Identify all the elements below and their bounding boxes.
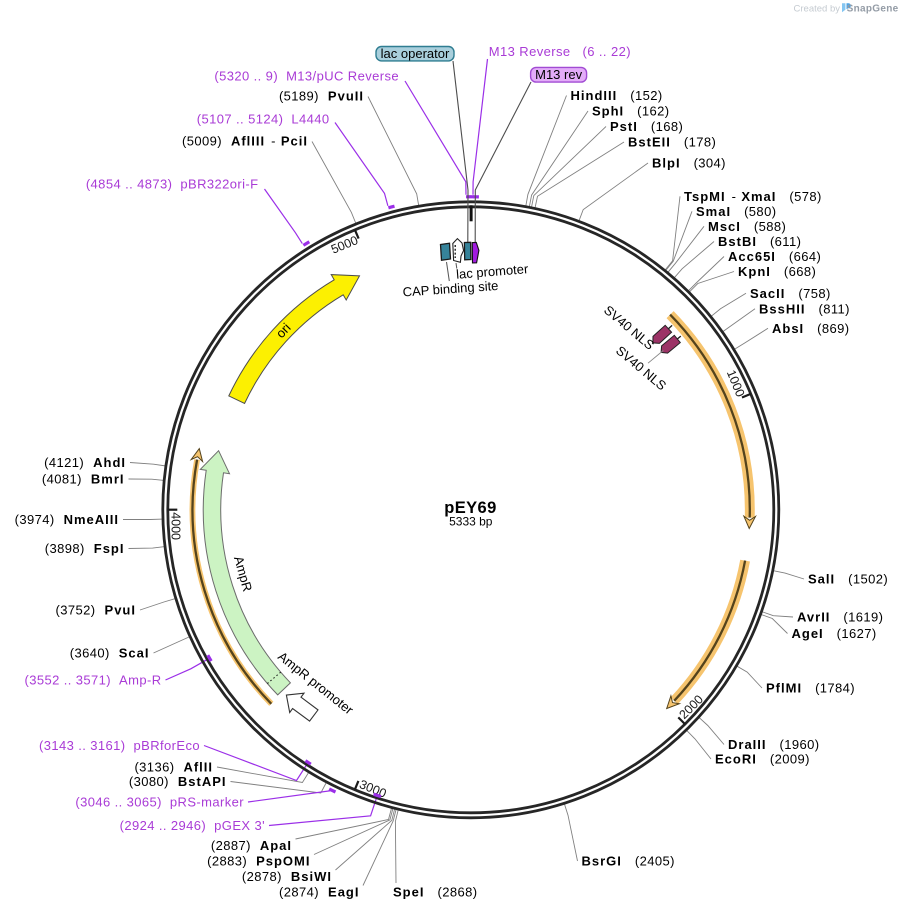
svg-text:lac promoter: lac promoter: [456, 261, 530, 282]
svg-text:pEY69: pEY69: [444, 499, 496, 517]
svg-text:(2883)PspOMI: (2883)PspOMI: [207, 854, 310, 869]
svg-text:(2878)BsiWI: (2878)BsiWI: [242, 869, 332, 884]
svg-text:EcoRI(2009): EcoRI(2009): [715, 752, 810, 767]
svg-text:BstEII(178): BstEII(178): [628, 135, 716, 150]
svg-text:5333 bp: 5333 bp: [449, 515, 493, 529]
svg-text:KpnI(668): KpnI(668): [738, 264, 816, 279]
svg-text:PstI(168): PstI(168): [610, 119, 683, 134]
svg-text:SalI(1502): SalI(1502): [808, 572, 888, 587]
svg-text:HindIII(152): HindIII(152): [571, 88, 663, 103]
svg-text:SacII(758): SacII(758): [750, 286, 831, 301]
svg-text:(3752)PvuI: (3752)PvuI: [56, 603, 136, 618]
svg-text:SV40 NLS: SV40 NLS: [601, 302, 657, 353]
svg-text:BlpI(304): BlpI(304): [652, 156, 726, 171]
svg-text:(5320 .. 9) M13/pUC Reverse: (5320 .. 9) M13/pUC Reverse: [214, 69, 399, 84]
svg-text:DraIII(1960): DraIII(1960): [728, 737, 820, 752]
svg-text:(3046 .. 3065) pRS-marker: (3046 .. 3065) pRS-marker: [75, 795, 244, 810]
svg-text:(3136)AflII: (3136)AflII: [134, 760, 213, 775]
svg-text:M13 rev: M13 rev: [535, 67, 582, 82]
svg-text:(5009)AflIII-PciI: (5009)AflIII-PciI: [182, 134, 308, 149]
svg-text:(3974)NmeAIII: (3974)NmeAIII: [15, 512, 119, 527]
svg-text:(2887)ApaI: (2887)ApaI: [211, 838, 292, 853]
svg-text:SmaI(580): SmaI(580): [696, 204, 776, 219]
svg-text:(3898)FspI: (3898)FspI: [45, 541, 125, 556]
svg-text:(4081)BmrI: (4081)BmrI: [42, 472, 125, 487]
svg-text:(4121)AhdI: (4121)AhdI: [44, 455, 126, 470]
svg-text:TspMI-XmaI(578): TspMI-XmaI(578): [684, 189, 822, 204]
svg-text:(5189)PvuII: (5189)PvuII: [279, 88, 364, 103]
svg-text:BsrGI(2405): BsrGI(2405): [582, 854, 675, 869]
svg-text:AbsI(869): AbsI(869): [772, 321, 850, 336]
svg-text:(4854 .. 4873) pBR322ori-F: (4854 .. 4873) pBR322ori-F: [86, 177, 259, 192]
svg-text:(5107 .. 5124) L4440: (5107 .. 5124) L4440: [197, 111, 330, 126]
svg-text:PflMI(1784): PflMI(1784): [766, 681, 855, 696]
svg-text:(2924 .. 2946) pGEX 3': (2924 .. 2946) pGEX 3': [120, 818, 265, 833]
svg-text:AgeI(1627): AgeI(1627): [792, 626, 877, 641]
svg-text:AvrII(1619): AvrII(1619): [797, 610, 883, 625]
svg-text:(2874)EagI: (2874)EagI: [279, 885, 359, 900]
svg-text:4000: 4000: [168, 512, 182, 540]
svg-text:(3552 .. 3571) Amp-R: (3552 .. 3571) Amp-R: [24, 673, 161, 688]
svg-text:lac operator: lac operator: [381, 46, 450, 61]
svg-text:(3143 .. 3161) pBRforEco: (3143 .. 3161) pBRforEco: [39, 738, 200, 753]
svg-text:SphI(162): SphI(162): [592, 104, 670, 119]
svg-text:CAP binding site: CAP binding site: [402, 278, 499, 300]
svg-text:(3080)BstAPI: (3080)BstAPI: [129, 774, 227, 789]
svg-text:M13 Reverse (6 .. 22): M13 Reverse (6 .. 22): [489, 44, 631, 59]
svg-text:BstBI(611): BstBI(611): [718, 234, 801, 249]
svg-text:SpeI(2868): SpeI(2868): [393, 885, 477, 900]
svg-text:MscI(588): MscI(588): [708, 219, 786, 234]
svg-text:Acc65I(664): Acc65I(664): [728, 249, 821, 264]
svg-text:AmpR: AmpR: [231, 554, 255, 593]
svg-text:5000: 5000: [329, 233, 360, 257]
svg-text:(3640)ScaI: (3640)ScaI: [70, 646, 150, 661]
svg-text:BssHII(811): BssHII(811): [759, 301, 850, 316]
svg-text:SnapGene: SnapGene: [847, 4, 899, 15]
svg-text:Created by: Created by: [794, 4, 841, 15]
